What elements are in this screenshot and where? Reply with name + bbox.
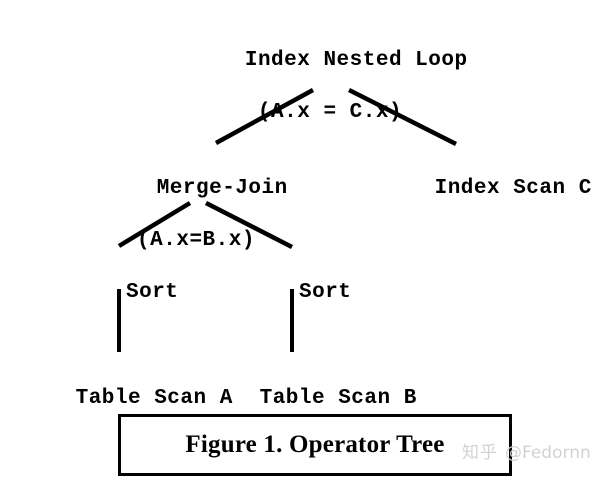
- figure-caption-box: Figure 1. Operator Tree: [118, 414, 512, 476]
- watermark-handle: @Fedornn: [505, 443, 591, 463]
- node-label-line1: Sort: [299, 281, 352, 304]
- watermark: 知乎 @Fedornn: [462, 443, 591, 463]
- tree-node-table-scan-a: Table Scan A: [23, 360, 233, 438]
- node-label-line1: Index Scan C: [434, 177, 592, 200]
- node-label-line1: Table Scan B: [259, 387, 417, 410]
- node-label-line1: Merge-Join: [156, 177, 288, 200]
- node-label-line1: Index Nested Loop: [244, 49, 468, 72]
- node-label-line1: Table Scan A: [75, 387, 233, 410]
- tree-node-sort-left: Sort: [74, 254, 179, 332]
- node-label-line2: (A.x = C.x): [257, 101, 403, 124]
- tree-node-index-scan-c: Index Scan C: [382, 150, 592, 228]
- node-label-line2: (A.x=B.x): [137, 229, 255, 252]
- node-label-line1: Sort: [126, 281, 179, 304]
- tree-node-index-nested-loop: Index Nested Loop (A.x = C.x): [192, 22, 467, 178]
- figure-caption-text: Figure 1. Operator Tree: [185, 431, 445, 458]
- tree-node-merge-join: Merge-Join (A.x=B.x): [104, 150, 287, 306]
- tree-node-sort-right: Sort: [247, 254, 352, 332]
- zhihu-logo-text: 知乎: [462, 443, 498, 463]
- tree-node-table-scan-b: Table Scan B: [207, 360, 417, 438]
